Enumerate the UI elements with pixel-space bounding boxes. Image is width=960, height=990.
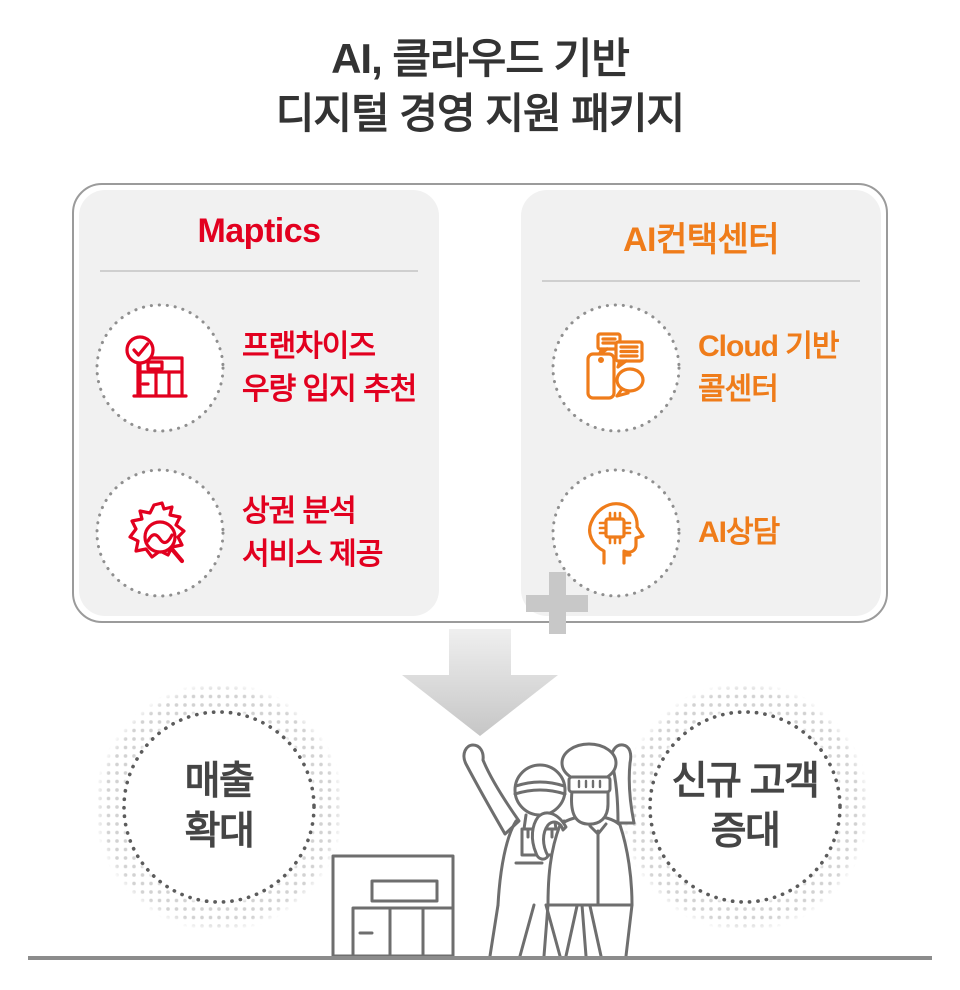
map-magnifier-icon	[94, 467, 226, 599]
ai-head-chip-icon	[550, 467, 682, 599]
result-sales-growth: 매출 확대	[94, 682, 344, 932]
panel-maptics-title: Maptics	[197, 212, 321, 250]
feature-cloud-callcenter: Cloud 기반 콜센터	[550, 302, 840, 434]
phone-chat-icon	[550, 302, 682, 434]
feature-label: 상권 분석 서비스 제공	[242, 494, 383, 571]
feature-label: 프랜차이즈 우량 입지 추천	[242, 329, 417, 406]
feature-label: Cloud 기반 콜센터	[698, 329, 840, 406]
result-new-customers: 신규 고객 증대	[620, 682, 870, 932]
panel-ai-contact-center-title: AI컨택센터	[622, 221, 780, 259]
result-label: 신규 고객 증대	[654, 716, 836, 898]
feature-market-analysis: 상권 분석 서비스 제공	[94, 467, 383, 599]
page-title: AI, 클라우드 기반 디지털 경영 지원 패키지	[0, 32, 960, 141]
ground-line	[28, 956, 932, 960]
store-check-icon	[94, 302, 226, 434]
page-title-line1: AI, 클라우드 기반	[331, 35, 630, 82]
feature-franchise-location: 프랜차이즈 우량 입지 추천	[94, 302, 417, 434]
worker-with-cap	[462, 743, 588, 958]
panel-maptics: Maptics	[79, 190, 439, 616]
feature-ai-consult: AI상담	[550, 467, 780, 599]
page-title-line2: 디지털 경영 지원 패키지	[275, 89, 685, 137]
worker-with-chef-hat	[530, 742, 636, 958]
storefront-illustration	[331, 854, 455, 958]
plus-icon	[526, 572, 588, 634]
dotted-ring	[648, 710, 842, 904]
divider	[542, 280, 860, 282]
dotted-ring	[122, 710, 316, 904]
package-container: Maptics	[72, 183, 888, 634]
down-arrow-icon	[402, 629, 558, 736]
cheering-workers-illustration	[331, 742, 636, 958]
divider	[100, 270, 418, 272]
panel-ai-contact-center: AI컨택센터	[521, 190, 881, 616]
feature-label: AI상담	[698, 516, 780, 550]
result-label: 매출 확대	[128, 716, 310, 898]
